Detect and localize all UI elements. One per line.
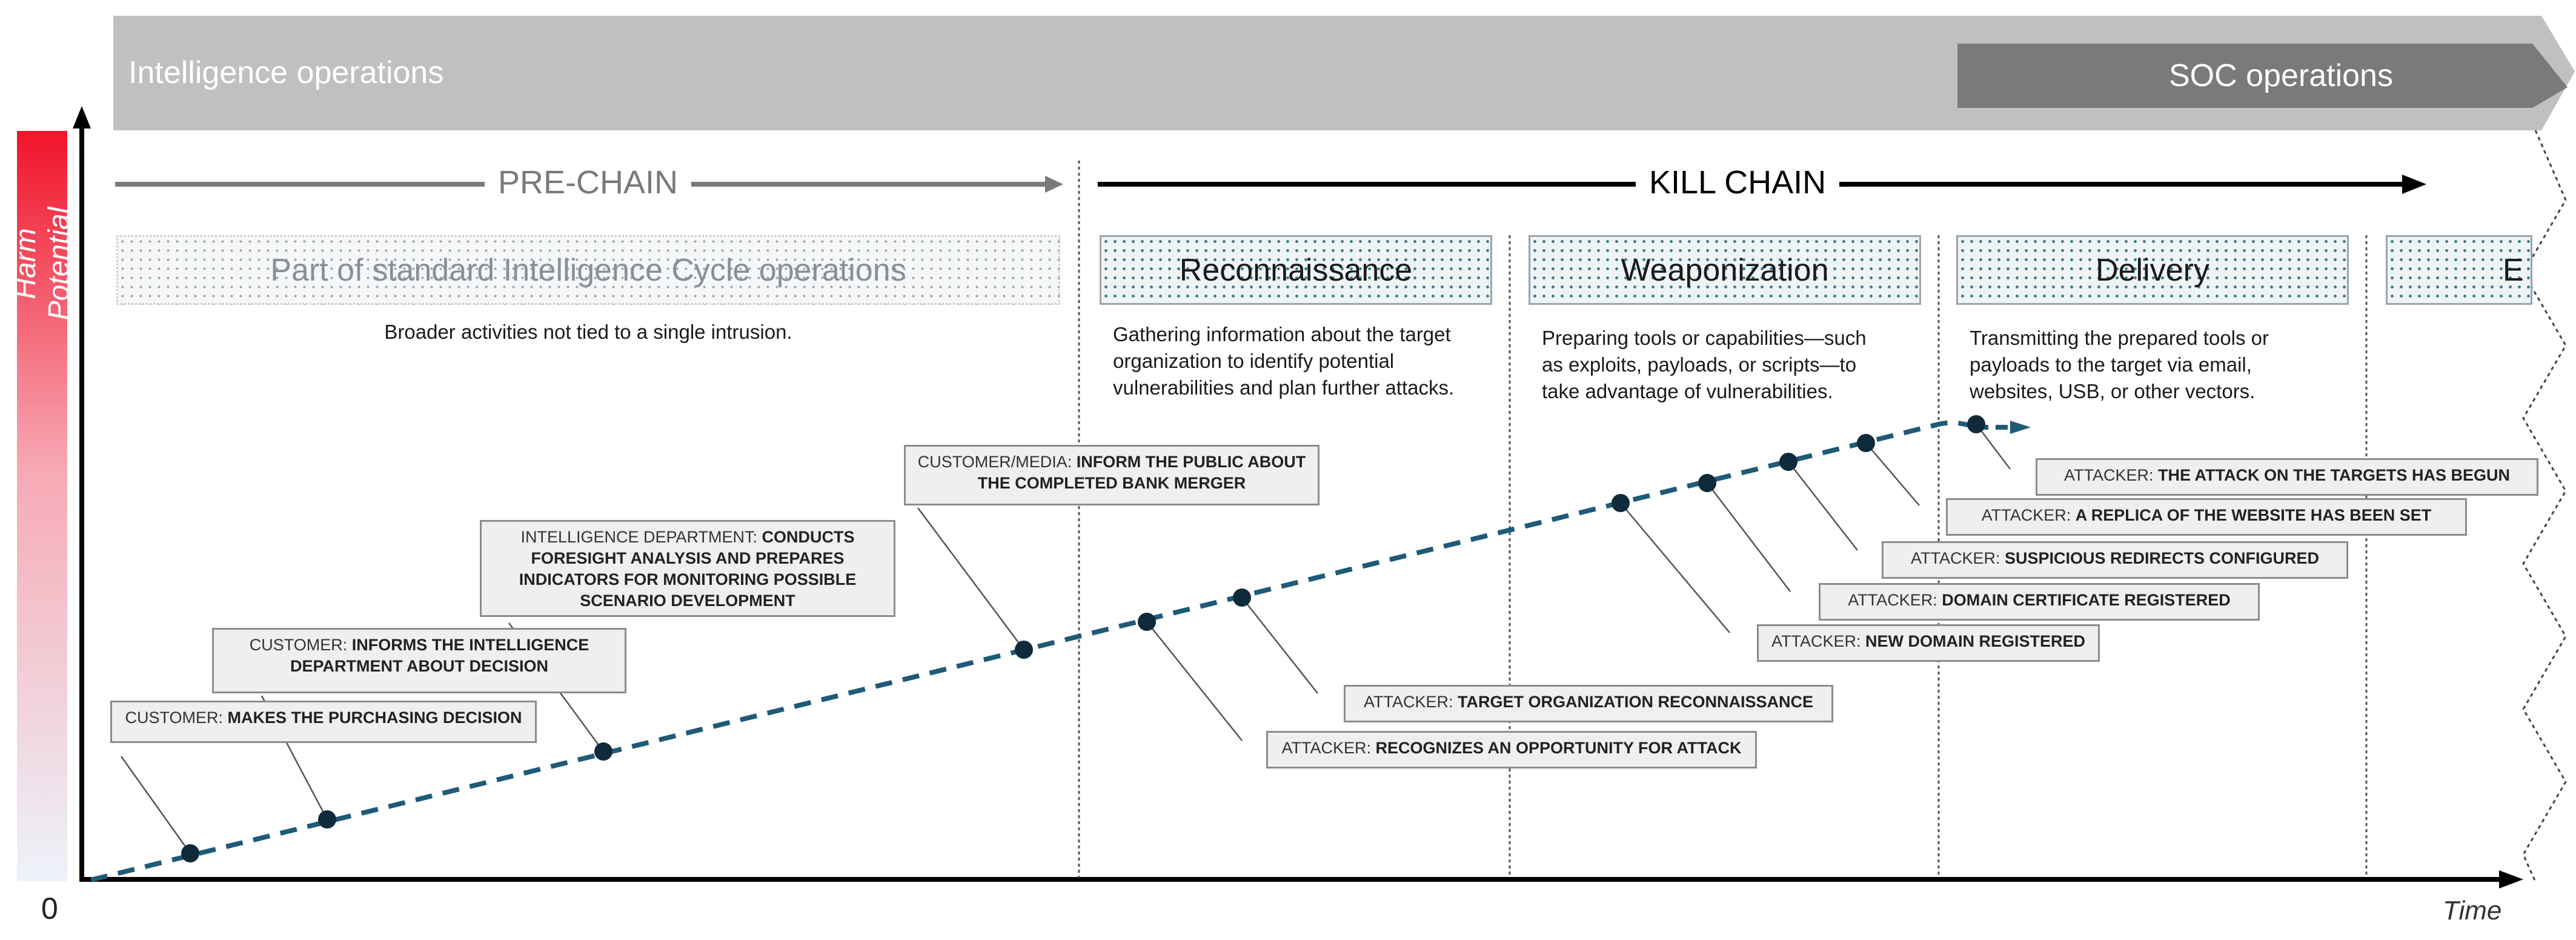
event-dot-c1: [181, 844, 199, 862]
event-actor: CUSTOMER/MEDIA:: [917, 453, 1077, 471]
origin-label: 0: [41, 892, 58, 925]
soc-ops-banner: [1957, 44, 2568, 108]
phase-next-box: E: [2386, 235, 2532, 305]
event-dot-c5: [1138, 613, 1156, 631]
prechain-label: PRE-CHAIN: [485, 164, 692, 201]
event-text: NEW DOMAIN REGISTERED: [1865, 632, 2086, 650]
event-dot-c7: [1612, 494, 1630, 512]
event-actor: ATTACKER:: [1910, 549, 2005, 567]
prechain-arrowhead: [1045, 176, 1063, 193]
event-callout-c11: ATTACKER: THE ATTACK ON THE TARGETS HAS …: [2036, 458, 2538, 496]
event-text: RECOGNIZES AN OPPORTUNITY FOR ATTACK: [1375, 739, 1742, 757]
event-callout-c9: ATTACKER: SUSPICIOUS REDIRECTS CONFIGURE…: [1882, 541, 2348, 579]
x-axis-label: Time: [2443, 896, 2502, 925]
leader-line-c4: [917, 507, 1025, 650]
event-actor: ATTACKER:: [1281, 739, 1376, 757]
event-actor: ATTACKER:: [2063, 466, 2158, 484]
event-dot-c8: [1698, 474, 1716, 492]
phase-delivery-desc-line: websites, USB, or other vectors.: [1970, 380, 2256, 402]
event-dot-c11: [1967, 415, 1985, 433]
phase-recon-desc-line: Gathering information about the target: [1113, 323, 1451, 345]
trend-arrowhead: [2010, 421, 2031, 434]
event-text: DEPARTMENT ABOUT DECISION: [290, 657, 548, 675]
event-callout-c4: CUSTOMER/MEDIA: INFORM THE PUBLIC ABOUT T…: [904, 445, 1320, 505]
x-axis-arrowhead: [2499, 870, 2523, 888]
event-callout-c8: ATTACKER: DOMAIN CERTIFICATE REGISTERED: [1819, 583, 2260, 621]
phase-recon-title: Reconnaissance: [1179, 252, 1413, 288]
event-text: SCENARIO DEVELOPMENT: [580, 592, 795, 610]
phase-weapon-title: Weaponization: [1621, 252, 1829, 288]
phase-recon-desc-line: vulnerabilities and plan further attacks…: [1113, 376, 1455, 399]
event-actor: ATTACKER:: [1363, 693, 1458, 711]
event-callout-c5: ATTACKER: RECOGNIZES AN OPPORTUNITY FOR …: [1266, 731, 1757, 768]
soc-ops-title: SOC operations: [2169, 58, 2393, 93]
phase-intel-cycle-box: Part of standard Intelligence Cycle oper…: [116, 235, 1060, 305]
intelligence-ops-title: Intelligence operations: [128, 55, 444, 90]
phase-weapon-desc: Preparing tools or capabilities—such as …: [1542, 325, 1867, 405]
phase-weapon-desc-line: as exploits, payloads, or scripts—to: [1542, 353, 1857, 376]
event-callout-c7: ATTACKER: NEW DOMAIN REGISTERED: [1757, 624, 2100, 662]
event-text: INFORMS THE INTELLIGENCE: [351, 636, 589, 654]
leader-line-c10: [1865, 442, 1920, 506]
leader-line-c8: [1707, 482, 1791, 592]
event-callout-c1: CUSTOMER: MAKES THE PURCHASING DECISION: [110, 701, 537, 743]
phase-next-title: E: [2503, 252, 2524, 288]
harm-gradient-bar: [17, 131, 67, 881]
event-callout-c10: ATTACKER: A REPLICA OF THE WEBSITE HAS B…: [1946, 498, 2467, 536]
phase-delivery-desc: Transmitting the prepared tools or paylo…: [1970, 325, 2269, 405]
phase-recon-desc: Gathering information about the target o…: [1113, 321, 1454, 401]
event-dot-c6: [1233, 588, 1251, 607]
event-text: THE ATTACK ON THE TARGETS HAS BEGUN: [2158, 466, 2510, 484]
leader-line-c5: [1146, 621, 1243, 741]
leader-line-c1: [120, 756, 191, 854]
event-actor: ATTACKER:: [1771, 632, 1865, 650]
phase-recon-desc-line: organization to identify potential: [1113, 350, 1395, 372]
phase-weapon-desc-line: take advantage of vulnerabilities.: [1542, 380, 1833, 402]
phase-weapon-desc-line: Preparing tools or capabilities—such: [1542, 327, 1867, 349]
event-callout-c3: INTELLIGENCE DEPARTMENT: CONDUCTS FORESIG…: [480, 520, 895, 617]
phase-weapon-box: Weaponization: [1529, 235, 1921, 305]
event-text: INFORM THE PUBLIC ABOUT: [1076, 453, 1306, 471]
event-text: FORESIGHT ANALYSIS AND PREPARES: [531, 549, 845, 567]
event-text: SUSPICIOUS REDIRECTS CONFIGURED: [2004, 549, 2320, 567]
leader-line-c6: [1241, 597, 1318, 694]
leader-line-c9: [1788, 461, 1858, 551]
event-actor: CUSTOMER:: [249, 636, 352, 654]
event-dot-c2: [318, 810, 336, 828]
y-axis-arrowhead: [73, 106, 91, 128]
event-callout-c2: CUSTOMER: INFORMS THE INTELLIGENCE DEPART…: [212, 628, 626, 693]
event-text: TARGET ORGANIZATION RECONNAISSANCE: [1458, 693, 1813, 711]
phase-delivery-desc-line: Transmitting the prepared tools or: [1970, 327, 2269, 349]
event-callout-c6: ATTACKER: TARGET ORGANIZATION RECONNAISS…: [1344, 685, 1833, 722]
event-dot-c3: [594, 742, 612, 761]
event-actor: INTELLIGENCE DEPARTMENT:: [520, 528, 762, 546]
event-dot-c4: [1015, 641, 1033, 659]
event-text: A REPLICA OF THE WEBSITE HAS BEEN SET: [2075, 506, 2432, 524]
event-text: THE COMPLETED BANK MERGER: [977, 474, 1246, 492]
event-actor: ATTACKER:: [1981, 506, 2076, 524]
phase-intel-cycle-desc: Broader activities not tied to a single …: [384, 321, 792, 343]
phase-recon-box: Reconnaissance: [1100, 235, 1492, 305]
event-dot-c9: [1779, 453, 1798, 471]
phase-intel-cycle-title: Part of standard Intelligence Cycle oper…: [270, 252, 906, 288]
event-dot-c10: [1857, 434, 1875, 452]
event-actor: ATTACKER:: [1848, 591, 1942, 609]
leader-line-c7: [1620, 502, 1730, 633]
killchain-label: KILL CHAIN: [1636, 164, 1840, 201]
phase-delivery-desc-line: payloads to the target via email,: [1970, 353, 2252, 376]
killchain-arrowhead: [2402, 175, 2426, 194]
event-text: CONDUCTS: [762, 528, 855, 546]
event-text: DOMAIN CERTIFICATE REGISTERED: [1942, 591, 2231, 609]
event-text: MAKES THE PURCHASING DECISION: [227, 708, 522, 727]
phase-delivery-box: Delivery: [1956, 235, 2349, 305]
leader-line-c11: [1976, 424, 2011, 470]
event-text: INDICATORS FOR MONITORING POSSIBLE: [519, 570, 857, 588]
event-actor: CUSTOMER:: [125, 708, 228, 727]
phase-delivery-title: Delivery: [2096, 252, 2209, 288]
